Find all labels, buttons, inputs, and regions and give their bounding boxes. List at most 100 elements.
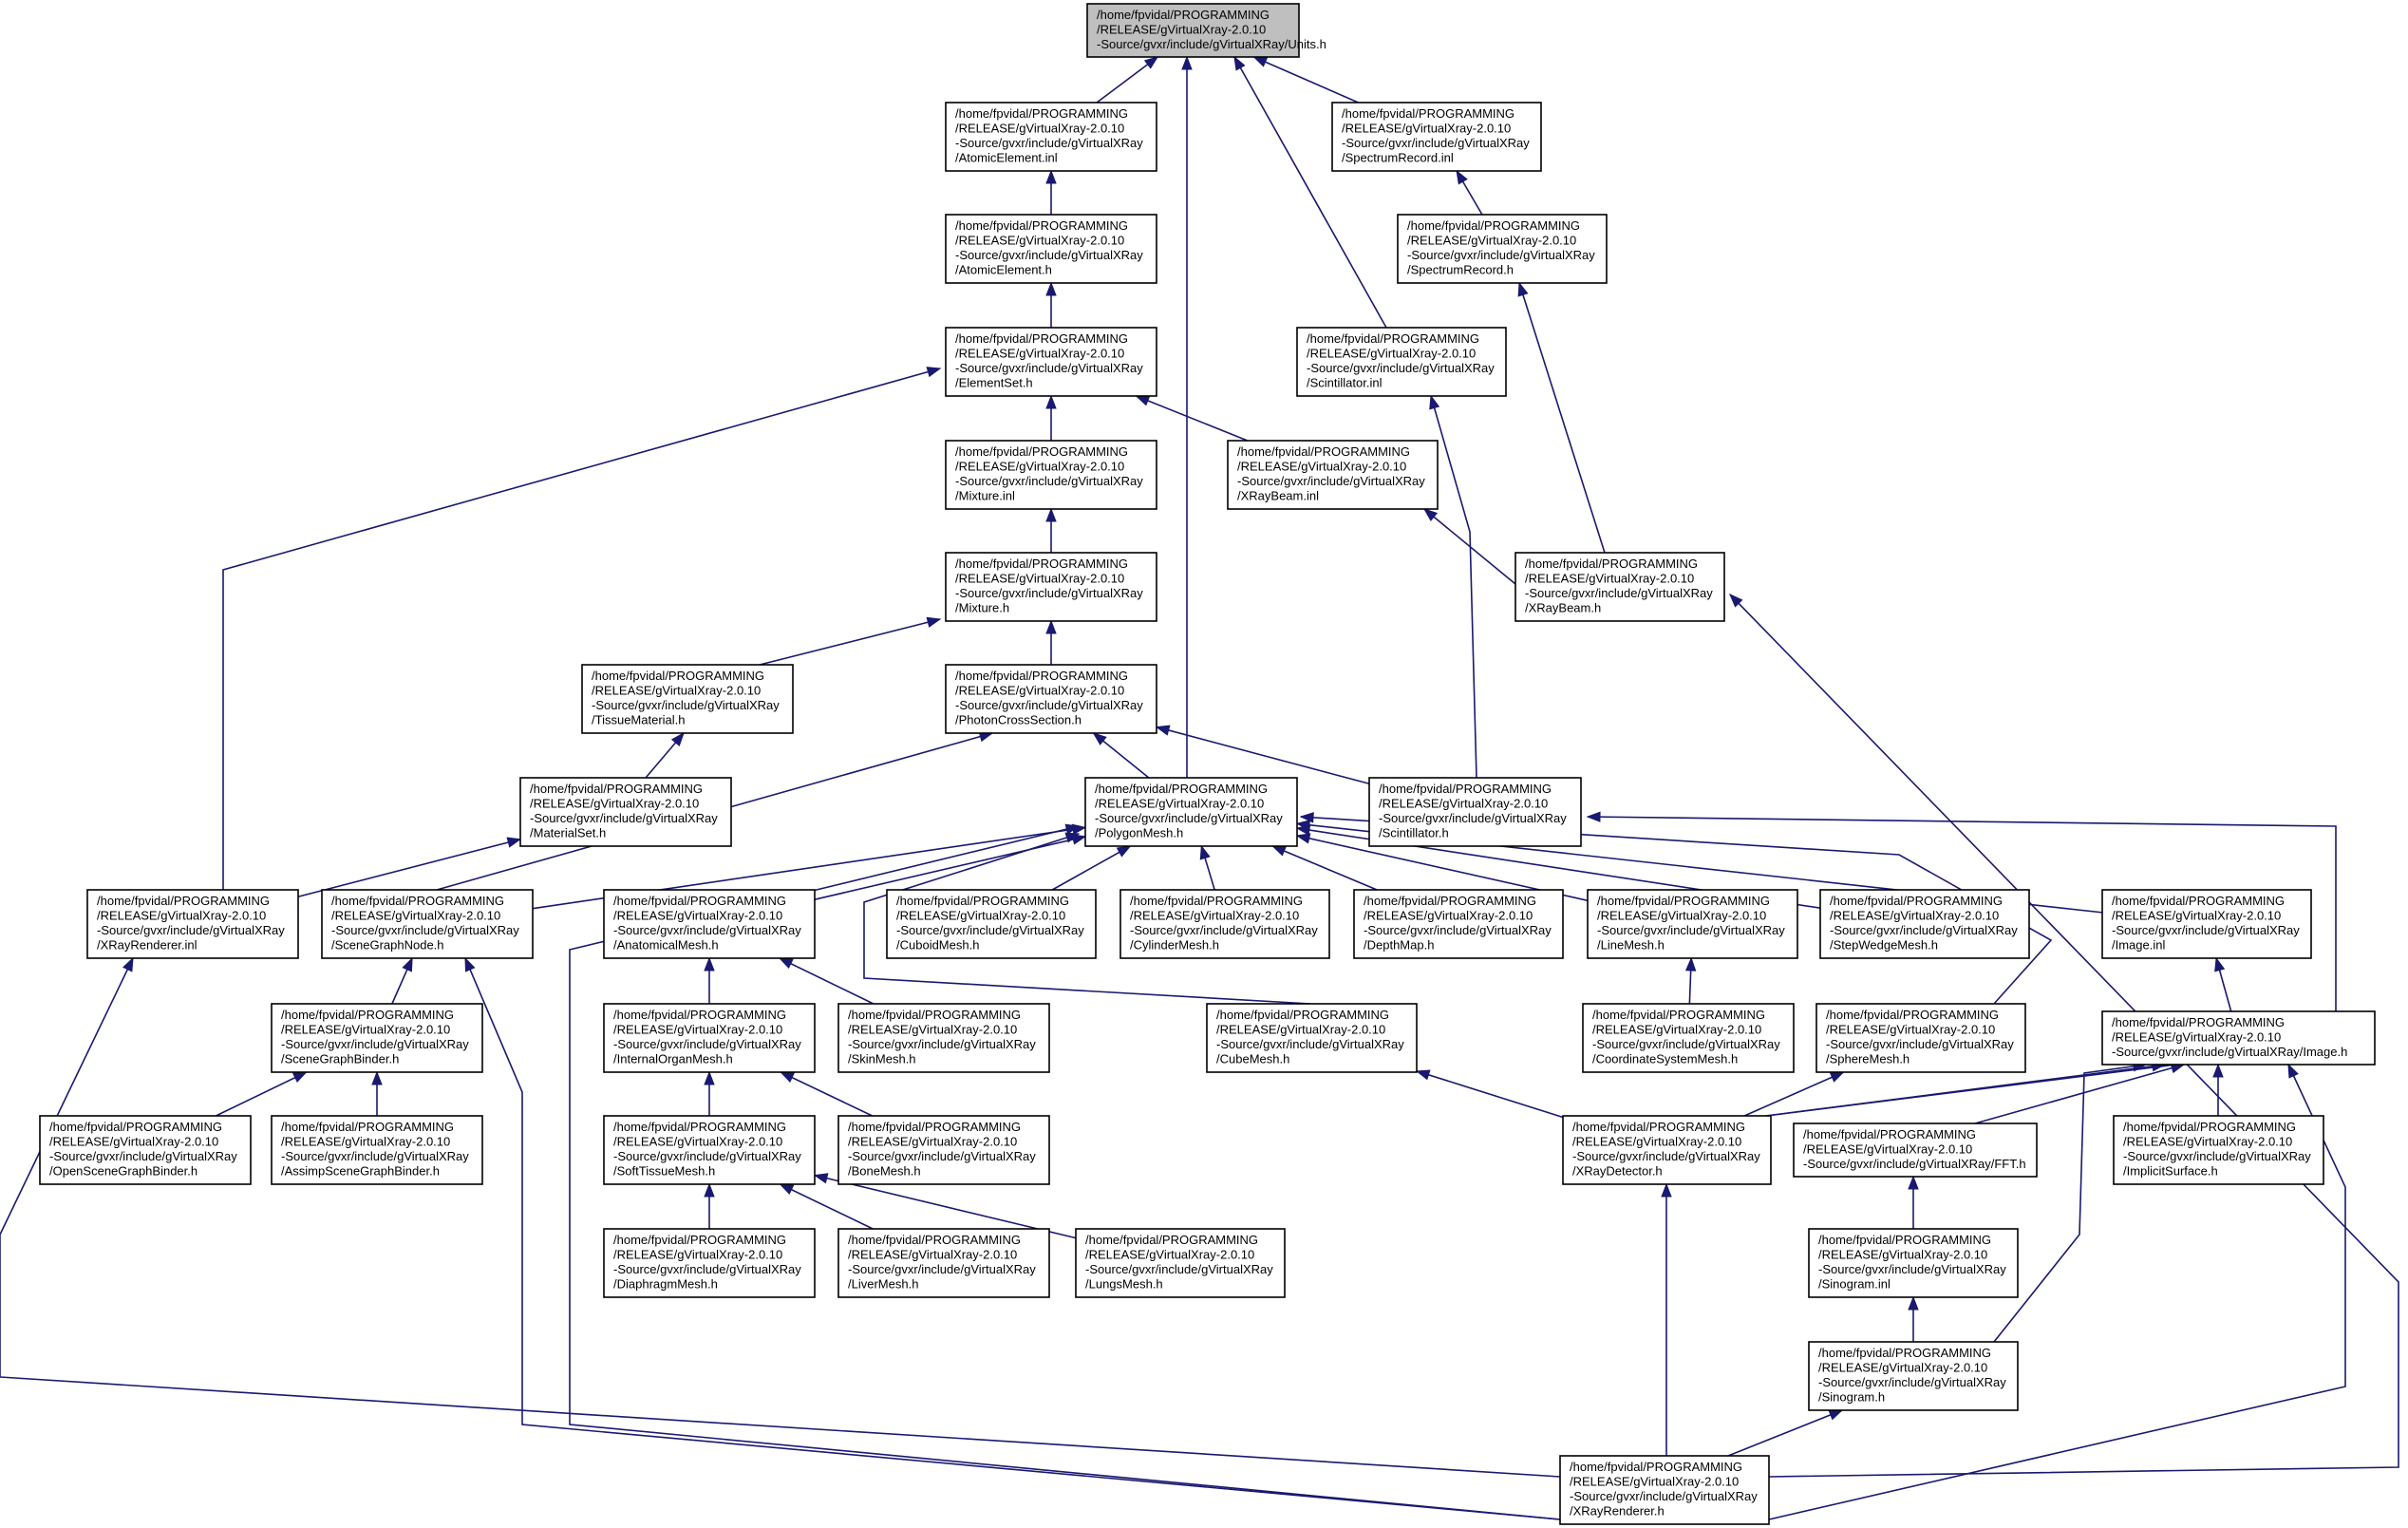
node-scenegraphnode-h[interactable]: /home/fpvidal/PROGRAMMING/RELEASE/gVirtu… [321,889,534,959]
node-xraybeam-inl[interactable]: /home/fpvidal/PROGRAMMING/RELEASE/gVirtu… [1227,440,1439,510]
node-softtissuemesh-h[interactable]: /home/fpvidal/PROGRAMMING/RELEASE/gVirtu… [603,1115,816,1185]
node-cubemesh-h[interactable]: /home/fpvidal/PROGRAMMING/RELEASE/gVirtu… [1206,1003,1418,1073]
node-implicitsurface-h[interactable]: /home/fpvidal/PROGRAMMING/RELEASE/gVirtu… [2113,1115,2324,1185]
node-box[interactable] [837,1115,1050,1185]
node-box[interactable] [603,1003,816,1073]
node-units-h[interactable]: /home/fpvidal/PROGRAMMING/RELEASE/gVirtu… [1086,3,1326,58]
node-coordinatesystemmesh-h[interactable]: /home/fpvidal/PROGRAMMING/RELEASE/gVirtu… [1582,1003,1795,1073]
node-atomicelement-inl[interactable]: /home/fpvidal/PROGRAMMING/RELEASE/gVirtu… [945,102,1157,172]
node-polygonmesh-h[interactable]: /home/fpvidal/PROGRAMMING/RELEASE/gVirtu… [1084,777,1298,847]
node-box[interactable] [581,664,794,734]
node-box[interactable] [2113,1115,2324,1185]
node-photoncrosssection-h[interactable]: /home/fpvidal/PROGRAMMING/RELEASE/gVirtu… [945,664,1157,734]
node-spheremesh-h[interactable]: /home/fpvidal/PROGRAMMING/RELEASE/gVirtu… [1815,1003,2026,1073]
node-stepwedgemesh-h[interactable]: /home/fpvidal/PROGRAMMING/RELEASE/gVirtu… [1819,889,2030,959]
node-label-line: /home/fpvidal/PROGRAMMING [1095,782,1268,796]
node-xrayrenderer-h[interactable]: /home/fpvidal/PROGRAMMING/RELEASE/gVirtu… [1559,1455,1770,1525]
node-label-line: -Source/gvxr/include/gVirtualXRay/FFT.h [1803,1157,2026,1171]
node-box[interactable] [1815,1003,2026,1073]
node-box[interactable] [886,889,1097,959]
node-box[interactable] [271,1003,483,1073]
node-box[interactable] [603,889,816,959]
node-box[interactable] [1227,440,1439,510]
node-box[interactable] [603,1228,816,1298]
node-elementset-h[interactable]: /home/fpvidal/PROGRAMMING/RELEASE/gVirtu… [945,327,1157,397]
node-box[interactable] [1808,1228,2019,1298]
node-box[interactable] [1353,889,1564,959]
node-depthmap-h[interactable]: /home/fpvidal/PROGRAMMING/RELEASE/gVirtu… [1353,889,1564,959]
node-box[interactable] [1793,1122,2038,1178]
node-box[interactable] [1582,1003,1795,1073]
node-scenegraphbinder-h[interactable]: /home/fpvidal/PROGRAMMING/RELEASE/gVirtu… [271,1003,483,1073]
node-box[interactable] [1808,1341,2019,1411]
node-scintillator-inl[interactable]: /home/fpvidal/PROGRAMMING/RELEASE/gVirtu… [1296,327,1507,397]
node-sinogram-h[interactable]: /home/fpvidal/PROGRAMMING/RELEASE/gVirtu… [1808,1341,2019,1411]
node-box[interactable] [321,889,534,959]
node-atomicelement-h[interactable]: /home/fpvidal/PROGRAMMING/RELEASE/gVirtu… [945,214,1157,284]
node-box[interactable] [1296,327,1507,397]
node-box[interactable] [945,664,1157,734]
node-xraybeam-h[interactable]: /home/fpvidal/PROGRAMMING/RELEASE/gVirtu… [1514,552,1725,622]
node-cuboidmesh-h[interactable]: /home/fpvidal/PROGRAMMING/RELEASE/gVirtu… [886,889,1097,959]
node-box[interactable] [1084,777,1298,847]
node-box[interactable] [945,102,1157,172]
node-box[interactable] [1119,889,1330,959]
node-box[interactable] [1559,1455,1770,1525]
node-box[interactable] [1587,889,1798,959]
node-tissuematerial-h[interactable]: /home/fpvidal/PROGRAMMING/RELEASE/gVirtu… [581,664,794,734]
node-label-line: /RELEASE/gVirtualXray-2.0.10 [1592,1023,1761,1037]
node-box[interactable] [1368,777,1582,847]
node-box[interactable] [1086,3,1300,58]
node-lungsmesh-h[interactable]: /home/fpvidal/PROGRAMMING/RELEASE/gVirtu… [1075,1228,1286,1298]
node-box[interactable] [945,440,1157,510]
node-label-line: /home/fpvidal/PROGRAMMING [1407,218,1580,233]
node-spectrumrecord-h[interactable]: /home/fpvidal/PROGRAMMING/RELEASE/gVirtu… [1397,214,1608,284]
node-box[interactable] [39,1115,252,1185]
node-box[interactable] [945,552,1157,622]
node-internalorganmesh-h[interactable]: /home/fpvidal/PROGRAMMING/RELEASE/gVirtu… [603,1003,816,1073]
node-skinmesh-h[interactable]: /home/fpvidal/PROGRAMMING/RELEASE/gVirtu… [837,1003,1050,1073]
node-fft-h[interactable]: /home/fpvidal/PROGRAMMING/RELEASE/gVirtu… [1793,1122,2038,1178]
node-box[interactable] [1562,1115,1772,1185]
node-cylindermesh-h[interactable]: /home/fpvidal/PROGRAMMING/RELEASE/gVirtu… [1119,889,1330,959]
node-mixture-inl[interactable]: /home/fpvidal/PROGRAMMING/RELEASE/gVirtu… [945,440,1157,510]
edge-skinmesh_h-to-anatomicalmesh_h [778,957,875,1005]
node-box[interactable] [1397,214,1608,284]
node-box[interactable] [837,1003,1050,1073]
node-label-line: /home/fpvidal/PROGRAMMING [530,782,703,796]
node-xrayrenderer-inl[interactable]: /home/fpvidal/PROGRAMMING/RELEASE/gVirtu… [86,889,299,959]
node-label-line: /home/fpvidal/PROGRAMMING [97,894,270,908]
node-xraydetector-h[interactable]: /home/fpvidal/PROGRAMMING/RELEASE/gVirtu… [1562,1115,1772,1185]
node-spectrumrecord-inl[interactable]: /home/fpvidal/PROGRAMMING/RELEASE/gVirtu… [1331,102,1542,172]
node-box[interactable] [945,214,1157,284]
node-image-inl[interactable]: /home/fpvidal/PROGRAMMING/RELEASE/gVirtu… [2101,889,2312,959]
node-openscenegraphbinder-h[interactable]: /home/fpvidal/PROGRAMMING/RELEASE/gVirtu… [39,1115,252,1185]
node-label-line: /home/fpvidal/PROGRAMMING [613,1120,786,1134]
node-box[interactable] [519,777,732,847]
node-mixture-h[interactable]: /home/fpvidal/PROGRAMMING/RELEASE/gVirtu… [945,552,1157,622]
node-scintillator-h[interactable]: /home/fpvidal/PROGRAMMING/RELEASE/gVirtu… [1368,777,1582,847]
node-livermesh-h[interactable]: /home/fpvidal/PROGRAMMING/RELEASE/gVirtu… [837,1228,1050,1298]
node-diaphragmmesh-h[interactable]: /home/fpvidal/PROGRAMMING/RELEASE/gVirtu… [603,1228,816,1298]
node-box[interactable] [1206,1003,1418,1073]
node-materialset-h[interactable]: /home/fpvidal/PROGRAMMING/RELEASE/gVirtu… [519,777,732,847]
node-box[interactable] [945,327,1157,397]
node-label-line: /home/fpvidal/PROGRAMMING [1342,106,1514,121]
node-sinogram-inl[interactable]: /home/fpvidal/PROGRAMMING/RELEASE/gVirtu… [1808,1228,2019,1298]
node-box[interactable] [1819,889,2030,959]
node-box[interactable] [1331,102,1542,172]
node-box[interactable] [837,1228,1050,1298]
node-anatomicalmesh-h[interactable]: /home/fpvidal/PROGRAMMING/RELEASE/gVirtu… [603,889,816,959]
node-box[interactable] [1075,1228,1286,1298]
node-box[interactable] [603,1115,816,1185]
node-assimpscenegraphbinder-h[interactable]: /home/fpvidal/PROGRAMMING/RELEASE/gVirtu… [271,1115,483,1185]
node-linemesh-h[interactable]: /home/fpvidal/PROGRAMMING/RELEASE/gVirtu… [1587,889,1798,959]
node-label-line: -Source/gvxr/include/gVirtualXRay [613,1037,801,1051]
node-box[interactable] [1514,552,1725,622]
node-image-h[interactable]: /home/fpvidal/PROGRAMMING/RELEASE/gVirtu… [2101,1010,2376,1066]
node-bonemesh-h[interactable]: /home/fpvidal/PROGRAMMING/RELEASE/gVirtu… [837,1115,1050,1185]
node-box[interactable] [2101,1010,2376,1066]
node-box[interactable] [271,1115,483,1185]
node-box[interactable] [2101,889,2312,959]
node-box[interactable] [86,889,299,959]
